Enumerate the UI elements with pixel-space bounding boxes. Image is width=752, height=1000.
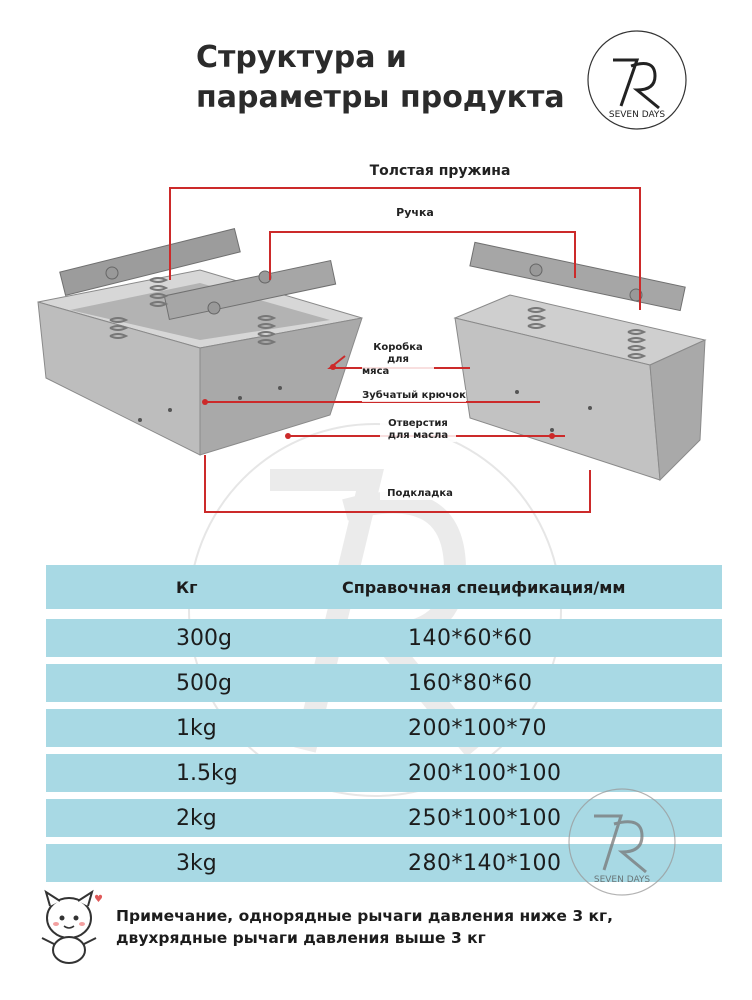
- label-hook: Зубчатый крючок: [362, 390, 466, 402]
- label-handle: Ручка: [388, 207, 442, 219]
- table-row: 1.5kg 200*100*100: [46, 754, 722, 792]
- table-row: 300g 140*60*60: [46, 619, 722, 657]
- row-spec: 200*100*100: [408, 760, 562, 786]
- spec-table: Кг Справочная спецификация/мм 300g 140*6…: [46, 565, 722, 889]
- label-meat-box-line1: Коробка для: [373, 342, 423, 365]
- note-line-1: Примечание, однорядные рычаги давления н…: [116, 907, 614, 925]
- table-row: 2kg 250*100*100: [46, 799, 722, 837]
- title-line-1: Структура и: [196, 40, 407, 75]
- label-pad: Подкладка: [380, 488, 460, 500]
- row-kg: 2kg: [176, 805, 217, 831]
- row-spec: 140*60*60: [408, 625, 533, 651]
- header-spec: Справочная спецификация/мм: [342, 577, 626, 597]
- table-row: 500g 160*80*60: [46, 664, 722, 702]
- brand-logo-small: SEVEN DAYS: [568, 788, 676, 896]
- right-box: [453, 241, 707, 482]
- row-spec: 200*100*70: [408, 715, 547, 741]
- label-oil-holes-line1: Отверстия: [388, 418, 448, 429]
- svg-text:♥: ♥: [94, 894, 103, 905]
- brand-logo: SEVEN DAYS: [587, 30, 687, 130]
- row-spec: 250*100*100: [408, 805, 562, 831]
- row-kg: 300g: [176, 625, 232, 651]
- row-kg: 500g: [176, 670, 232, 696]
- row-kg: 3kg: [176, 850, 217, 876]
- logo-small-text: SEVEN DAYS: [594, 875, 651, 885]
- row-spec: 280*140*100: [408, 850, 562, 876]
- header-kg: Кг: [176, 577, 198, 597]
- note-text: Примечание, однорядные рычаги давления н…: [116, 905, 736, 949]
- table-row: 1kg 200*100*70: [46, 709, 722, 747]
- label-meat-box-line2: мяса: [362, 366, 390, 377]
- product-diagram: [37, 187, 707, 513]
- mascot-icon: ♥: [41, 889, 103, 964]
- label-meat-box: Коробка для мяса: [362, 342, 434, 378]
- page-title: Структура и параметры продукта: [196, 38, 596, 118]
- table-header-row: Кг Справочная спецификация/мм: [46, 565, 722, 609]
- note-line-2: двухрядные рычаги давления выше 3 кг: [116, 929, 486, 947]
- title-line-2: параметры продукта: [196, 80, 565, 115]
- left-box: [37, 227, 363, 456]
- label-spring: Толстая пружина: [360, 163, 520, 179]
- row-kg: 1kg: [176, 715, 217, 741]
- label-oil-holes: Отверстия для масла: [380, 418, 456, 442]
- label-oil-holes-line2: для масла: [387, 430, 449, 441]
- row-kg: 1.5kg: [176, 760, 238, 786]
- row-spec: 160*80*60: [408, 670, 533, 696]
- logo-text: SEVEN DAYS: [609, 110, 666, 120]
